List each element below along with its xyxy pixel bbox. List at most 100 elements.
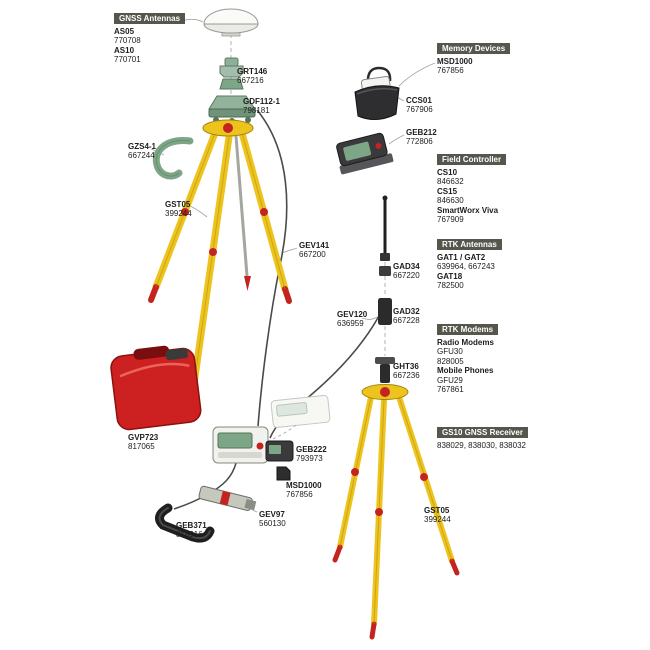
section-list-memory-devices: MSD1000 767856 <box>437 57 473 76</box>
section-badge-gs10-receiver: GS10 GNSS Receiver <box>437 427 528 438</box>
part-name: GST05 <box>424 506 450 515</box>
section-list-rtk-antennas: GAT1 / GAT2 639964, 667243 GAT18 782500 <box>437 253 495 291</box>
label-gad32: GAD32 667228 <box>393 307 420 325</box>
label-gst05-left: GST05 399244 <box>165 200 192 218</box>
part-name: Mobile Phones <box>437 366 494 376</box>
part-code: 667236 <box>393 371 420 380</box>
tripod-right-icon <box>332 384 460 640</box>
part-code: 667244 <box>128 151 155 160</box>
section-badge-rtk-antennas: RTK Antennas <box>437 239 502 250</box>
part-code: 767856 <box>286 490 313 499</box>
battery-geb371-icon <box>155 503 215 543</box>
part-name: GAT1 / GAT2 <box>437 253 486 262</box>
part-code: 667220 <box>393 271 420 280</box>
part-code: 838029, 838030, 838032 <box>437 441 526 450</box>
receiver-gs10-icon <box>212 426 269 464</box>
section-badge-field-controller: Field Controller <box>437 154 507 165</box>
gat-antenna-base-icon <box>380 253 390 261</box>
label-geb222: GEB222 793973 <box>296 445 327 463</box>
part-name: SmartWorx Viva <box>437 205 499 215</box>
part-code: 846632 <box>437 177 464 187</box>
section-list-rtk-modems: Radio Modems GFU30 828005 Mobile Phones … <box>437 338 494 394</box>
sd-card-msd1000-icon <box>276 466 291 481</box>
part-name: GVP723 <box>128 433 159 442</box>
part-code: 399244 <box>424 515 451 524</box>
part-code: 767909 <box>437 215 464 225</box>
part-name: CCS01 <box>406 96 432 105</box>
part-code: 636959 <box>337 319 364 328</box>
section-list-gs10-receiver: 838029, 838030, 838032 <box>437 441 526 450</box>
part-code: 767861 <box>437 385 464 395</box>
label-gzs4-1: GZS4-1 667244 <box>128 142 156 160</box>
part-name: Radio Modems <box>437 338 494 347</box>
carrier-grt146-icon <box>219 57 244 90</box>
height-hook-gzs4-icon <box>152 137 194 180</box>
part-code: 770708 <box>114 36 141 46</box>
part-name: AS05 <box>114 27 135 36</box>
section-badge-gnss-antennas: GNSS Antennas <box>114 13 186 24</box>
part-name: GEB222 <box>296 445 327 454</box>
part-code: 782500 <box>437 281 464 291</box>
part-name: GHT36 <box>393 362 419 371</box>
bag-ccs01-icon <box>354 66 400 120</box>
part-code: 793973 <box>296 454 323 463</box>
ghost-connector-line <box>272 424 297 440</box>
label-gdf112-1: GDF112-1 798181 <box>243 97 280 115</box>
gnss-antenna-icon <box>203 8 259 37</box>
part-name: MSD1000 <box>286 481 322 490</box>
part-model: GFU29 <box>437 375 463 385</box>
part-code: 818916 <box>176 530 203 539</box>
part-code: 667200 <box>299 250 326 259</box>
part-name: GEV141 <box>299 241 330 250</box>
part-name: GST05 <box>165 200 191 209</box>
gad32-icon <box>378 298 392 325</box>
gad34-icon <box>379 266 391 276</box>
label-gad34: GAD34 667220 <box>393 262 420 280</box>
section-list-gnss-antennas: AS05 770708 AS10 770701 <box>114 27 141 65</box>
label-geb371: GEB371 818916 <box>176 521 207 539</box>
ght36-icon <box>375 357 395 364</box>
label-gev141: GEV141 667200 <box>299 241 329 259</box>
label-ccs01: CCS01 767906 <box>406 96 433 114</box>
part-code: 798181 <box>243 106 270 115</box>
part-name: GZS4-1 <box>128 142 157 151</box>
part-code: 767856 <box>437 66 464 76</box>
part-name: GDF112-1 <box>243 97 280 106</box>
part-model: GFU30 <box>437 347 463 357</box>
part-code: 846630 <box>437 196 464 206</box>
label-msd1000: MSD1000 767856 <box>286 481 322 499</box>
receiver-ghost-icon <box>270 394 331 428</box>
part-name: MSD1000 <box>437 57 473 66</box>
label-geb212: GEB212 772806 <box>406 128 437 146</box>
part-name: GAD34 <box>393 262 420 271</box>
part-name: GEB212 <box>406 128 437 137</box>
part-code: 772806 <box>406 137 433 146</box>
container-gvp723-icon <box>110 345 202 431</box>
label-gst05-right: GST05 399244 <box>424 506 451 524</box>
part-code: 828005 <box>437 356 464 366</box>
section-badge-rtk-modems: RTK Modems <box>437 324 499 335</box>
rtk-pole-assembly-icon <box>375 195 395 383</box>
part-code: 560130 <box>259 519 286 528</box>
part-name: CS10 <box>437 168 458 177</box>
part-name: AS10 <box>114 45 135 55</box>
part-code: 770701 <box>114 55 141 65</box>
part-name: GRT146 <box>237 67 268 76</box>
label-ght36: GHT36 667236 <box>393 362 420 380</box>
part-code: 767906 <box>406 105 433 114</box>
part-code: 667216 <box>237 76 264 85</box>
part-code: 639964, 667243 <box>437 262 495 272</box>
battery-geb222-icon <box>265 440 294 462</box>
label-gev97: GEV97 560130 <box>259 510 286 528</box>
part-name: GAD32 <box>393 307 420 316</box>
part-name: GEV97 <box>259 510 285 519</box>
section-list-field-controller: CS10 846632 CS15 846630 SmartWorx Viva 7… <box>437 168 498 224</box>
part-name: GEV120 <box>337 310 368 319</box>
connector-gev97-icon <box>198 485 257 511</box>
part-code: 817065 <box>128 442 155 451</box>
section-badge-memory-devices: Memory Devices <box>437 43 511 54</box>
label-gev120: GEV120 636959 <box>337 310 367 328</box>
part-name: GEB371 <box>176 521 207 530</box>
